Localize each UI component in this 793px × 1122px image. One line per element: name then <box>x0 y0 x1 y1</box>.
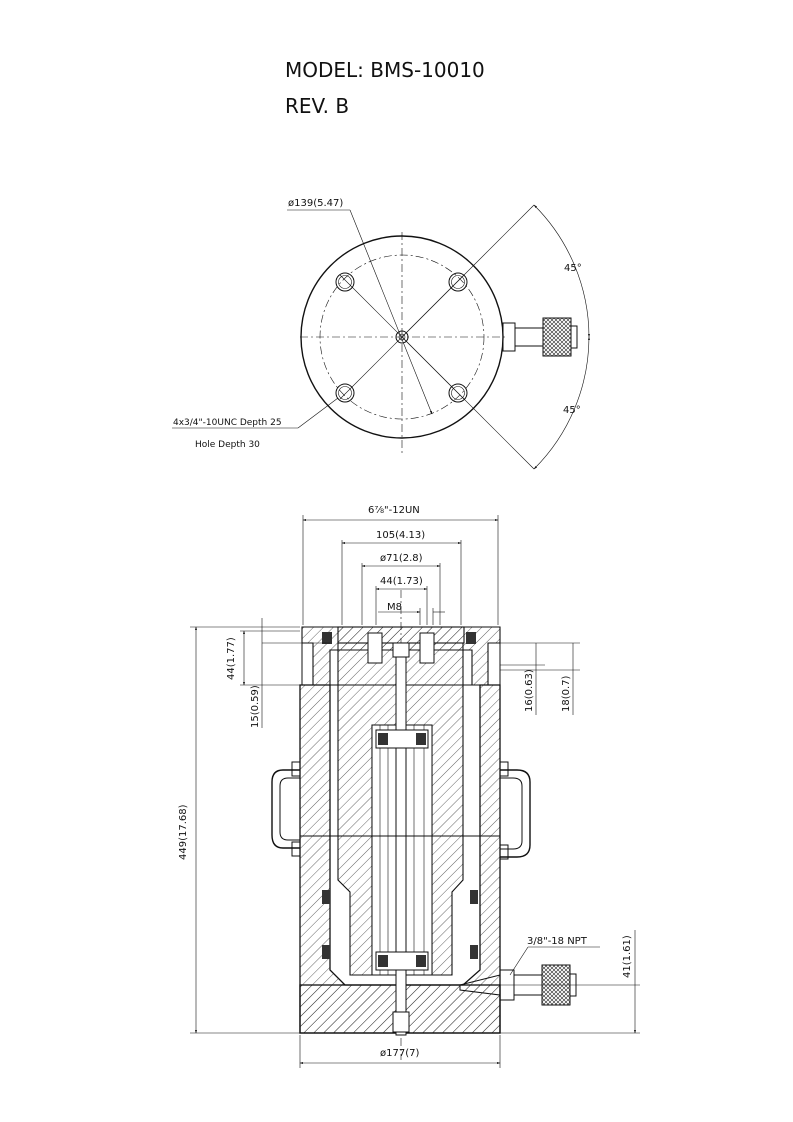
center-plunger <box>395 330 409 344</box>
thread-label: 6⅞"-12UN <box>368 505 420 516</box>
dim-44-vertical-label: 44(1.77) <box>226 637 237 680</box>
dim-16-label: 16(0.63) <box>524 669 535 712</box>
mounting-hole <box>448 272 468 292</box>
carry-handle-right <box>499 761 531 860</box>
mounting-hole <box>335 383 355 403</box>
top-cap <box>337 626 465 644</box>
dim-15-label: 15(0.59) <box>250 685 261 728</box>
dim-177-label: ø177(7) <box>380 1048 419 1059</box>
dim-449-label: 449(17.68) <box>178 804 189 860</box>
revision-label: REV. B <box>285 94 350 118</box>
mounting-hole <box>335 272 355 292</box>
dim-71-label: ø71(2.8) <box>380 553 423 564</box>
angle-upper-label: 45° <box>564 263 582 274</box>
angle-lower-label: 45° <box>563 405 581 416</box>
mounting-hole <box>448 383 468 403</box>
top-view: ø139(5.47) 45° 45° 4x3/4"-10UNC Depth 25… <box>172 198 591 470</box>
carry-handle-left <box>271 761 301 857</box>
hole-depth-label: Hole Depth 30 <box>195 440 260 450</box>
center-rod <box>395 649 407 1036</box>
dim-m8-label: M8 <box>387 602 402 613</box>
dim-44-horizontal-label: 44(1.73) <box>380 576 423 587</box>
top-diameter-label: ø139(5.47) <box>288 198 343 209</box>
dim-18-label: 18(0.7) <box>561 675 572 712</box>
port-spec-label: 3/8"-18 NPT <box>527 936 588 947</box>
holes-spec-label: 4x3/4"-10UNC Depth 25 <box>173 418 282 428</box>
dim-105-label: 105(4.13) <box>376 530 425 541</box>
coupler-fitting <box>502 317 578 357</box>
model-title: MODEL: BMS-10010 <box>285 58 485 82</box>
dim-41-label: 41(1.61) <box>622 935 633 978</box>
section-view: 6⅞"-12UN 105(4.13) ø71(2.8) 44(1.73) M8 … <box>178 505 640 1068</box>
